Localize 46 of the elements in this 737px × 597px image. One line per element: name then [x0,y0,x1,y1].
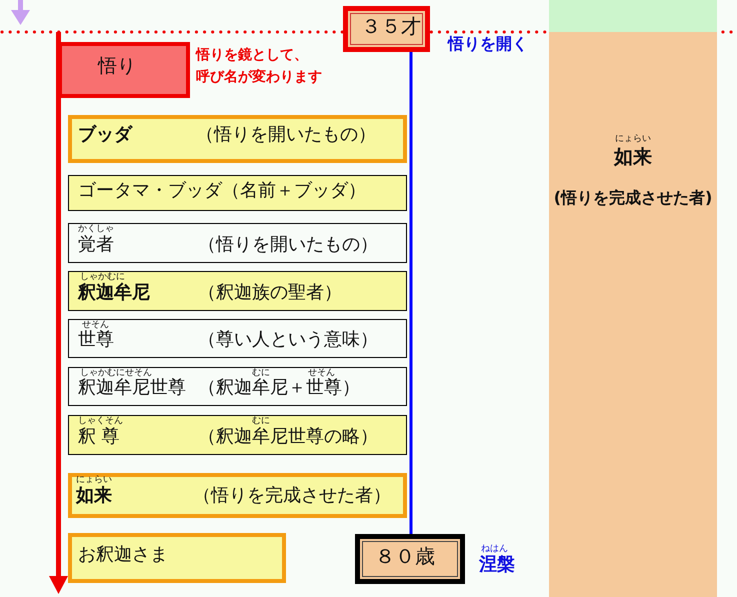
term-box [68,473,407,518]
furigana-reading: しゃかむにせそん [80,368,152,378]
meaning-label: (悟りを完成させた者) [552,188,714,208]
meaning-label: （悟りを開いたもの） [198,234,378,256]
furigana-reading: むに [252,416,270,427]
term-box [68,533,286,583]
meaning-label: （釈迦族の聖者） [198,282,342,304]
node-label: ３５才 [361,14,421,38]
meaning-label: （尊い人という意味） [198,329,378,351]
term-label: 世尊 [78,329,114,351]
node-label: ８０歳 [375,544,435,568]
side-note: 涅槃 [479,554,515,576]
node-label: 悟り [98,55,136,78]
furigana-reading: しゃくそん [78,416,123,427]
term-label: ゴータマ・ブッダ（名前＋ブッダ） [78,180,366,202]
furigana-reading: せそん [82,320,109,330]
furigana-reading: ねはん [481,544,508,554]
side-note: 悟りを開く [448,34,528,54]
meaning-label: （悟りを開いたもの） [196,124,376,146]
connector-line [410,52,412,534]
furigana-reading: むに [252,368,270,378]
term-label: 如来 [76,485,112,507]
term-box [68,319,407,358]
furigana-reading: かくしゃ [78,224,114,235]
term-box [68,223,407,263]
term-label: 釈 尊 [78,426,120,448]
term-box [68,271,407,311]
term-label: 釈迦牟尼 [78,282,150,304]
meaning-label: （釈迦牟尼世尊の略） [198,426,378,448]
term-box [68,175,407,211]
term-label: 釈迦牟尼世尊 [78,377,186,399]
side-note: 悟りを鏡として、呼び名が変わります [196,46,323,88]
term-label: 覚者 [78,234,114,256]
term-label: 如来 [612,146,653,169]
meaning-label: （悟りを完成させた者） [193,485,391,507]
furigana-reading: しゃかむに [80,272,125,282]
tathagata-band [549,0,717,597]
term-box [68,367,407,406]
furigana-reading: にょらい [614,134,652,145]
furigana-reading: にょらい [76,475,112,486]
term-label: ブッダ [78,124,132,146]
term-box [68,415,407,455]
furigana-reading: せそん [308,368,335,378]
term-label: お釈迦さま [78,544,168,566]
term-box [68,115,407,163]
meaning-label: （釈迦牟尼＋世尊） [198,377,360,399]
